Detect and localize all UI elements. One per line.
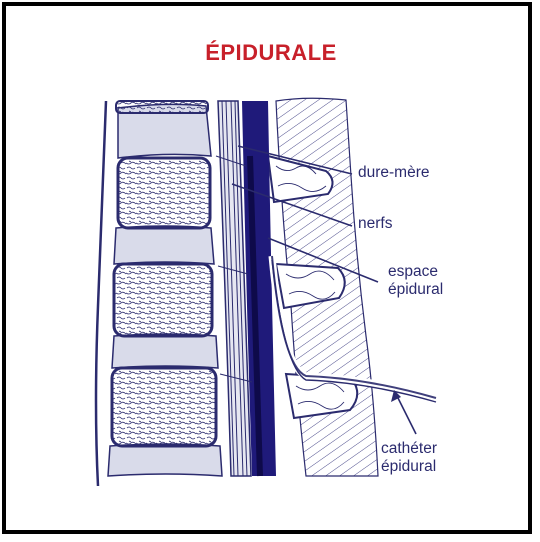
- spine-illustration: [6, 6, 536, 538]
- label-espace-epidural: espace épidural: [388, 263, 443, 299]
- figure-frame: ÉPIDURALE: [2, 2, 532, 534]
- vertebral-bodies: [96, 101, 222, 486]
- label-nerfs: nerfs: [358, 215, 392, 233]
- label-catheter-epidural: cathéter épidural: [381, 440, 437, 476]
- label-dure-mere: dure-mère: [358, 164, 430, 182]
